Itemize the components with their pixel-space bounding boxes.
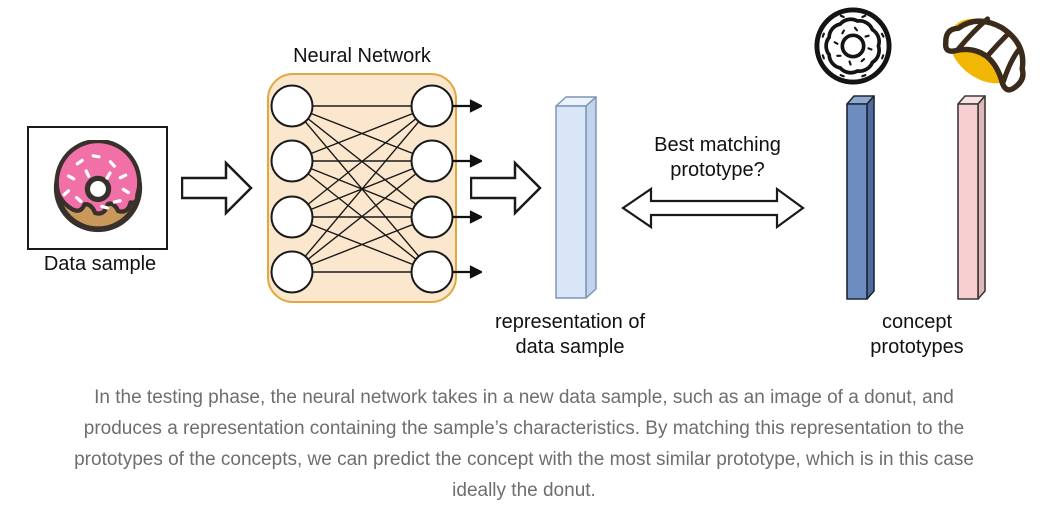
arrow-right-icon (181, 160, 253, 216)
arrow-right-icon (470, 160, 542, 216)
donut-outline-icon (814, 7, 892, 85)
neural-network-title: Neural Network (293, 45, 431, 67)
prototype-bar-donut (846, 95, 875, 300)
representation-label: representation of data sample (494, 311, 646, 358)
concept-prototypes-label: concept prototypes (870, 311, 964, 358)
prototype-bar-croissant (957, 95, 986, 300)
croissant-icon (942, 16, 1026, 93)
data-sample-box (27, 126, 168, 250)
neural-network-graph (270, 84, 454, 294)
matching-question-label: Best matching prototype? (654, 134, 781, 181)
data-sample-label: Data sample (43, 253, 157, 275)
donut-photo-icon (53, 140, 142, 233)
double-arrow-icon (621, 186, 805, 230)
representation-bar (555, 96, 597, 299)
output-arrows-icon (452, 99, 482, 279)
figure-caption: In the testing phase, the neural network… (74, 387, 974, 501)
